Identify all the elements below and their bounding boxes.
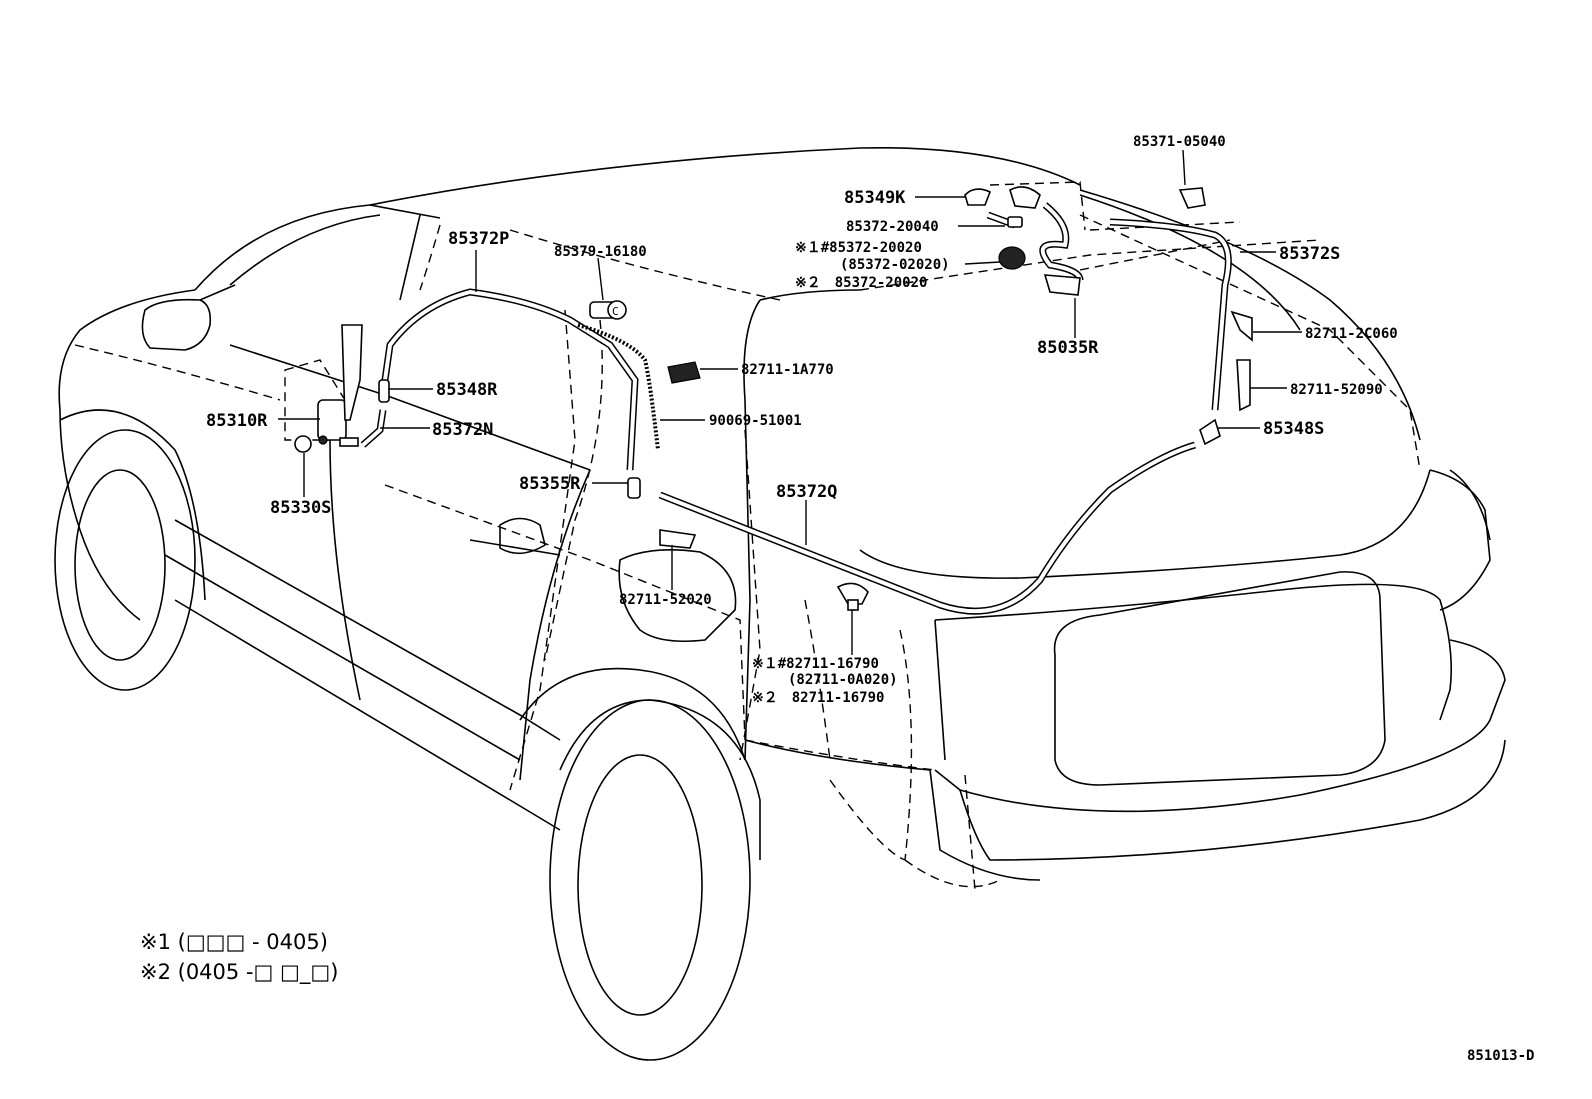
diagram-code: 851013-D: [1467, 1048, 1534, 1064]
hidden-lines: [74, 181, 1421, 891]
footnotes: ※1 (□□□ - 0405) ※2 (0405 -□ □_□): [140, 930, 338, 985]
label-85372p: 85372P: [448, 229, 509, 249]
label-82711-2c060: 82711-2C060: [1305, 326, 1398, 342]
pump-outlet: [339, 437, 359, 447]
label-82711-52020: 82711-52020: [619, 592, 712, 608]
label-85348s: 85348S: [1263, 419, 1324, 439]
label-85371-05040: 85371-05040: [1133, 134, 1226, 150]
svg-text:C: C: [612, 305, 619, 318]
washer-tank-neck: [341, 324, 363, 421]
pump-grommet: [294, 435, 312, 453]
grommet-85372-20020: [998, 246, 1026, 270]
rear-washer-nozzle: [1043, 274, 1081, 296]
clamp-82711-52090: [1236, 359, 1251, 412]
label-85372-20020-note2: ※２ 85372-20020: [795, 275, 927, 291]
part-85371-05040: [1178, 187, 1206, 209]
parts: C: [294, 186, 1253, 611]
label-82711-0a020: (82711-0A020): [788, 672, 898, 688]
connector-85348r: [378, 379, 390, 403]
label-90069-51001: 90069-51001: [709, 413, 802, 429]
check-valve-85355r: [627, 477, 641, 499]
clamp-82711-2c060: [1230, 310, 1253, 342]
label-85372-20040: 85372-20040: [846, 219, 939, 235]
label-85310r: 85310R: [206, 411, 268, 431]
label-82711-16790-note2: ※２ 82711-16790: [752, 690, 884, 706]
label-82711-16790-note1: ※１#82711-16790: [752, 656, 879, 672]
label-85372n: 85372N: [432, 420, 493, 440]
label-85379-16180: 85379-16180: [554, 244, 647, 260]
connector-85348s: [1199, 418, 1221, 446]
label-85355r: 85355R: [519, 474, 581, 494]
label-82711-52090: 82711-52090: [1290, 382, 1383, 398]
label-85349k: 85349K: [844, 188, 906, 208]
footnote-2: ※2 (0405 -□ □_□): [140, 960, 338, 985]
washer-pump: [317, 399, 347, 441]
label-85348r: 85348R: [436, 380, 498, 400]
label-85372s: 85372S: [1279, 244, 1340, 264]
label-85372q: 85372Q: [776, 482, 837, 502]
label-85330s: 85330S: [270, 498, 331, 518]
leader-lines: [278, 149, 1302, 655]
clamp-82711-52020: [659, 529, 697, 549]
part-labels: 85371-05040 85349K 85372-20040 ※１#85372-…: [206, 134, 1398, 706]
clamp-82711-1a770: [667, 361, 701, 384]
label-82711-1a770: 82711-1A770: [741, 362, 834, 378]
clamp-82711-16790: [836, 582, 869, 605]
elbow-85349k: [964, 188, 992, 206]
label-85372-02020: (85372-02020): [840, 257, 950, 273]
footnote-1: ※1 (□□□ - 0405): [140, 930, 328, 954]
label-85372-20020-note1: ※１#85372-20020: [795, 240, 922, 256]
label-85035r: 85035R: [1037, 338, 1099, 358]
car-body-outline: [54, 146, 1506, 1061]
